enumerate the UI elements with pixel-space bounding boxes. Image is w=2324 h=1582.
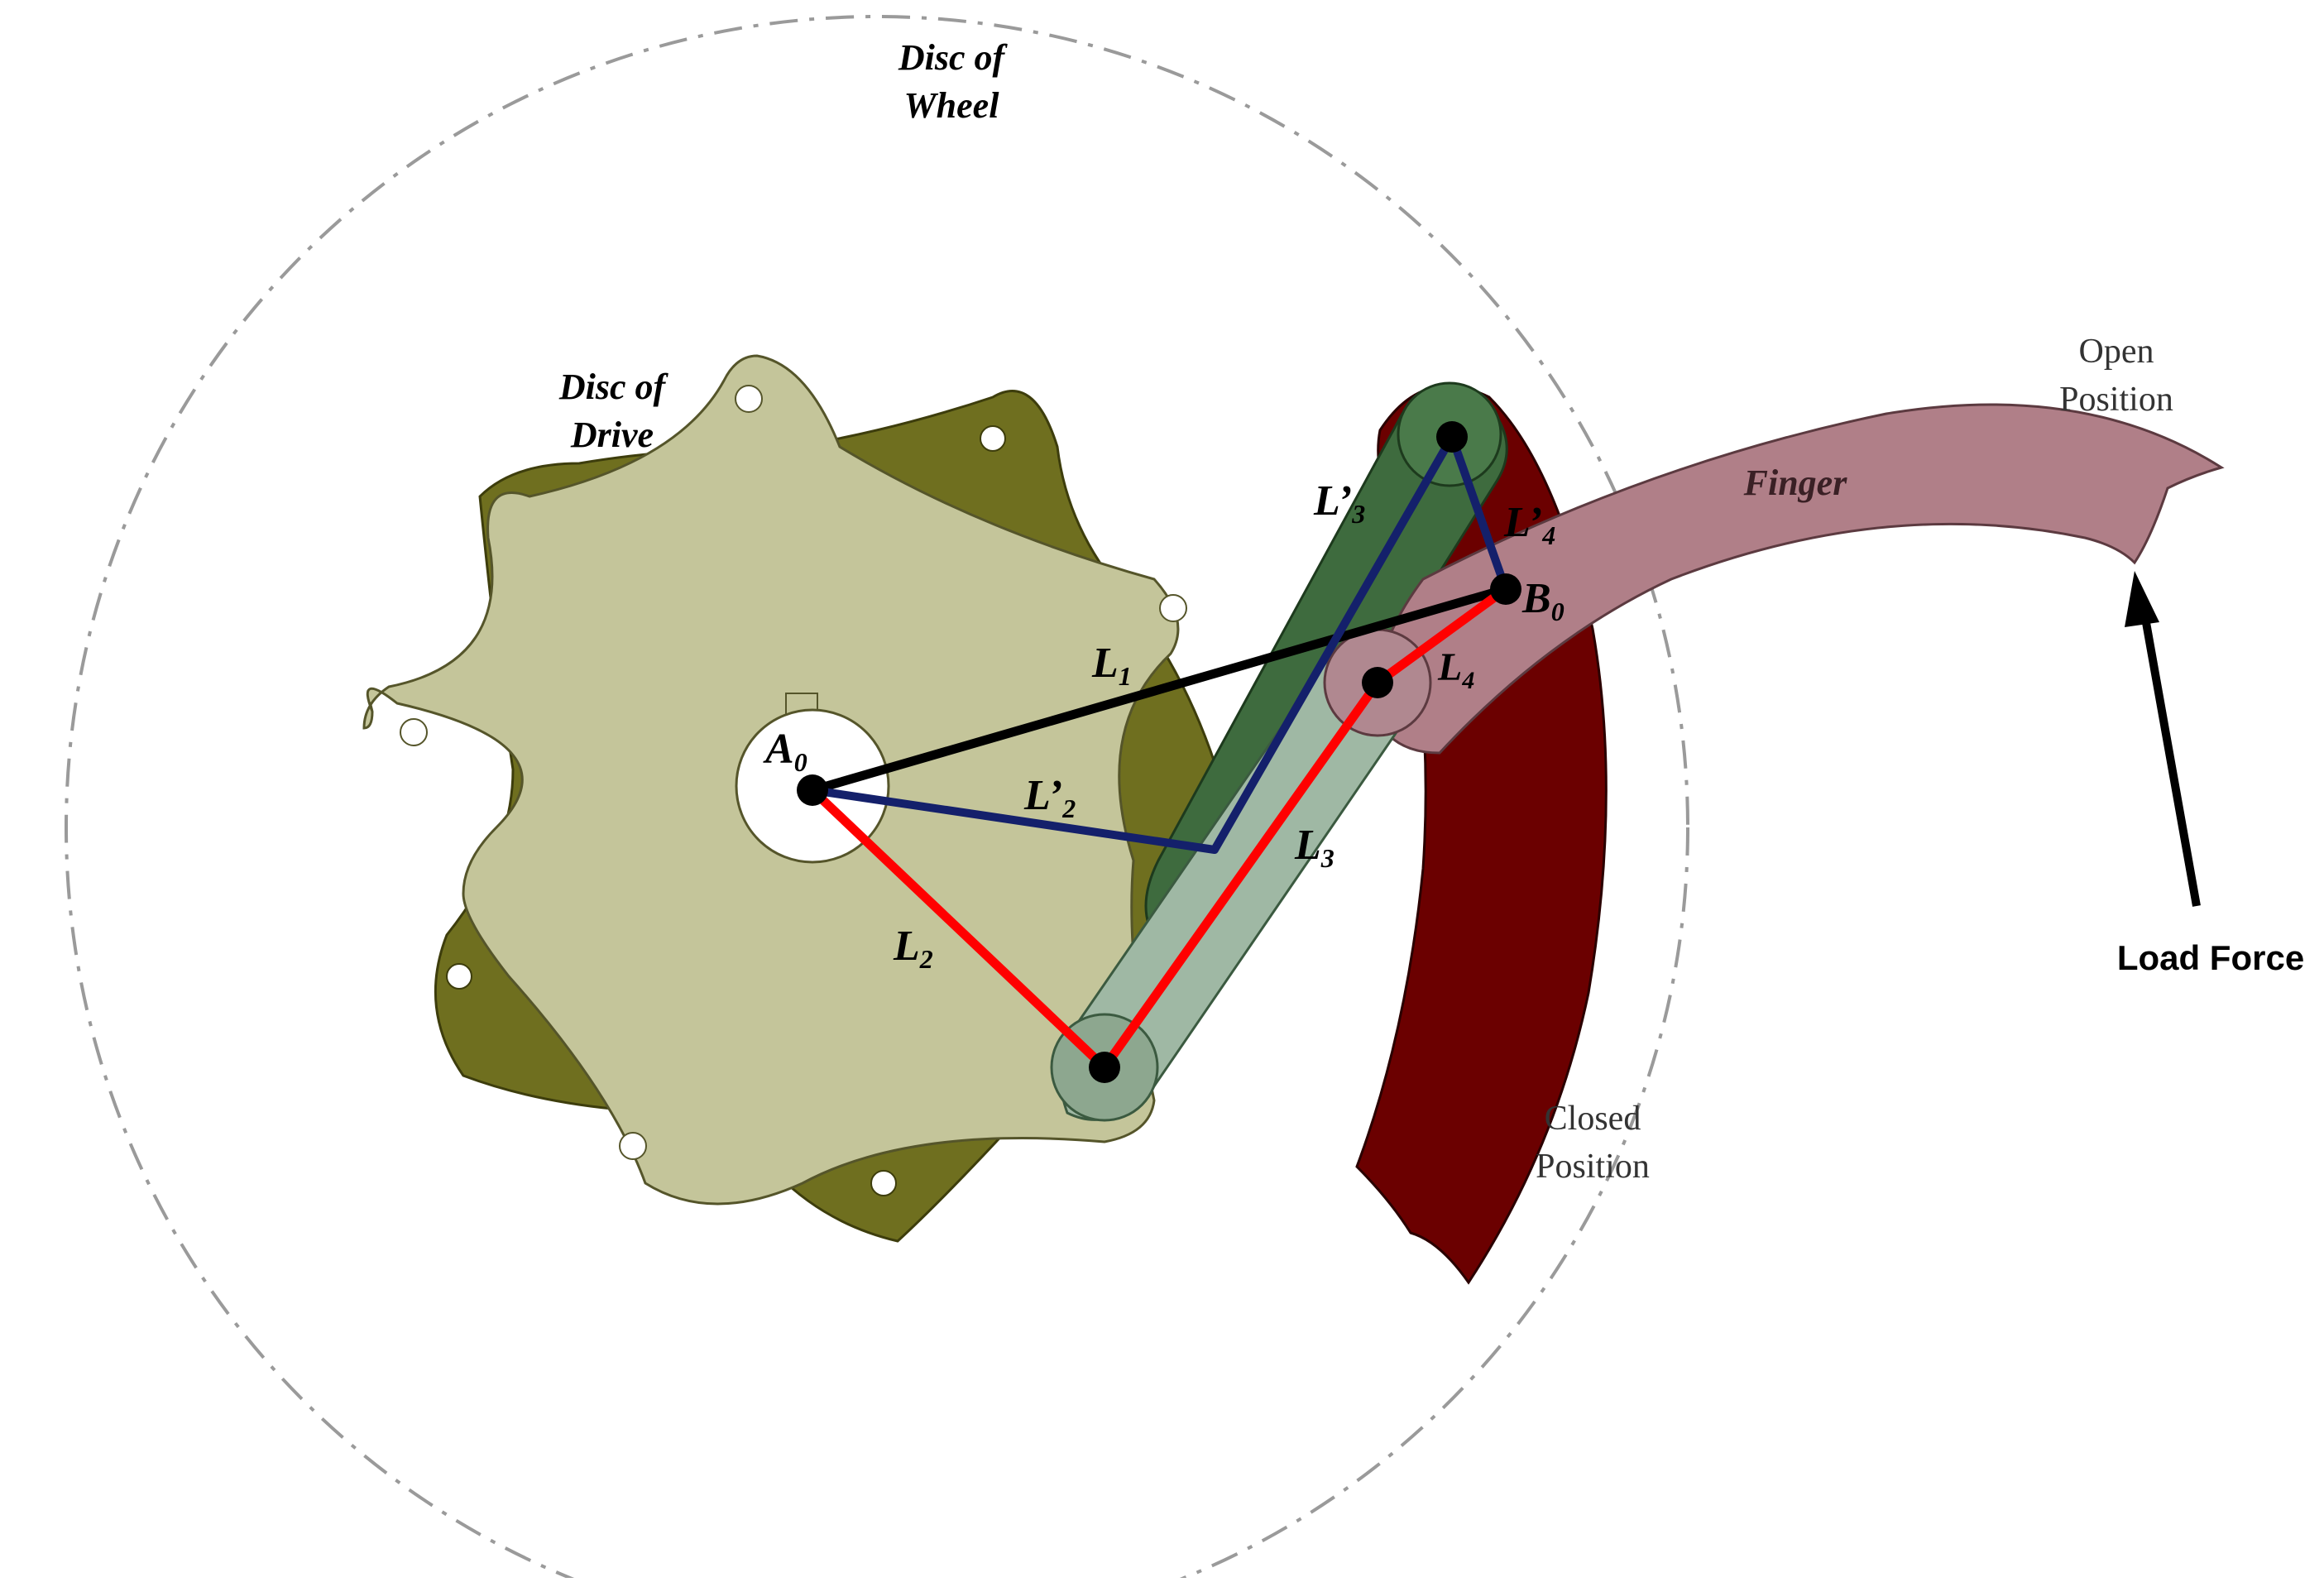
finger-open	[1372, 403, 2225, 755]
link-L1-label: L1	[1091, 640, 1132, 691]
disc-of-drive-label-2: Drive	[570, 415, 654, 455]
finger-label: Finger	[1743, 463, 1848, 503]
open-position-label-2: Position	[2059, 381, 2173, 419]
point-B0-label: B0	[1521, 575, 1565, 626]
link-L3-label: L3	[1294, 822, 1335, 873]
joint	[1362, 667, 1393, 698]
disc-of-wheel-label-2: Wheel	[904, 85, 1000, 126]
load-force-arrow-head	[2125, 571, 2159, 627]
link-blue-path	[812, 433, 1510, 854]
disc-of-wheel-outline	[65, 15, 1689, 1582]
link-red-path	[809, 585, 1509, 1072]
bolt-hole	[400, 718, 428, 746]
bolt-hole	[446, 963, 472, 990]
disc-of-drive-label: Disc of	[558, 367, 669, 407]
link-L4-label: L4	[1437, 645, 1474, 694]
bolt-hole	[1159, 594, 1187, 622]
closed-position-label-2: Position	[1536, 1148, 1650, 1186]
link-L1-black	[807, 584, 1511, 795]
joint-B0	[1490, 573, 1521, 605]
joint	[1436, 421, 1468, 453]
point-A0-label: A0	[763, 726, 807, 777]
bolt-hole	[980, 425, 1006, 452]
closed-position-label: Closed	[1545, 1100, 1641, 1138]
load-force-label: Load Force	[2117, 938, 2304, 977]
bolt-hole	[870, 1170, 897, 1196]
link-Lp4-label: L’4	[1503, 499, 1555, 550]
joint	[1089, 1052, 1120, 1083]
link-Lp3-label: L’3	[1313, 477, 1365, 529]
disc-of-wheel-label: Disc of	[898, 37, 1009, 78]
joint-A0	[797, 774, 828, 806]
open-position-label: Open	[2079, 333, 2154, 371]
link-Lp2-label: L’2	[1023, 772, 1076, 823]
bolt-hole	[619, 1132, 647, 1160]
load-force-arrow-shaft	[2139, 603, 2201, 907]
link-L2-label: L2	[893, 923, 933, 974]
bolt-hole	[735, 385, 763, 413]
